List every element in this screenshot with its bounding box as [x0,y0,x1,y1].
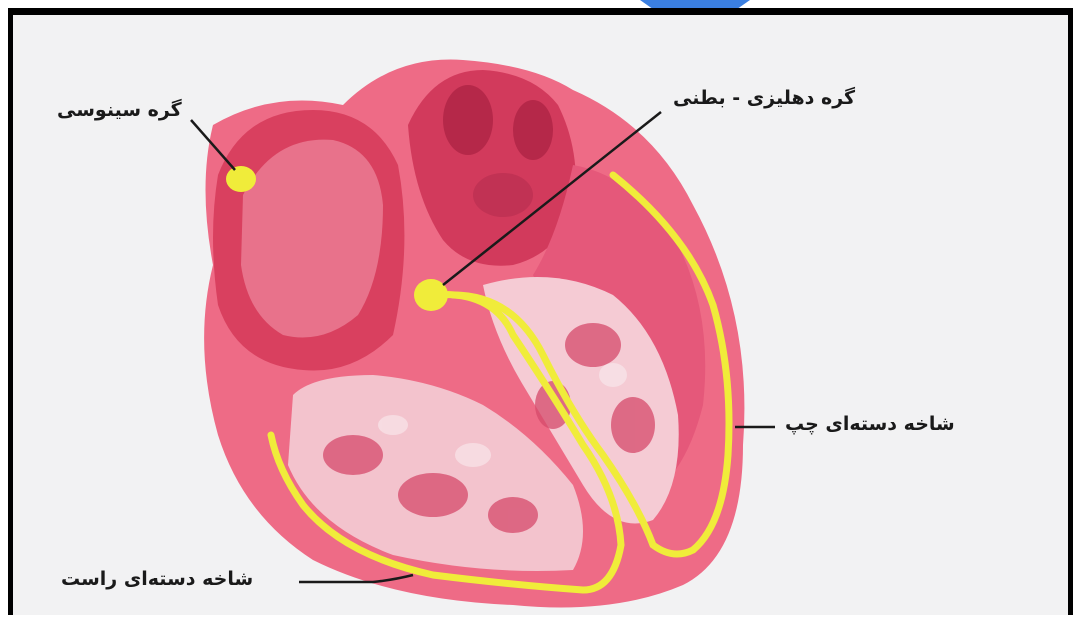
diagram-frame: گره سینوسی گره دهلیزی - بطنی شاخه دسته‌ا… [8,8,1073,615]
left-bundle-label: شاخه دسته‌ای چپ [785,413,955,435]
av-node-label: گره دهلیزی - بطنی [673,87,855,109]
sa-node-icon [226,166,256,192]
sa-node-label: گره سینوسی [57,99,182,121]
right-bundle-label: شاخه دسته‌ای راست [61,568,253,590]
